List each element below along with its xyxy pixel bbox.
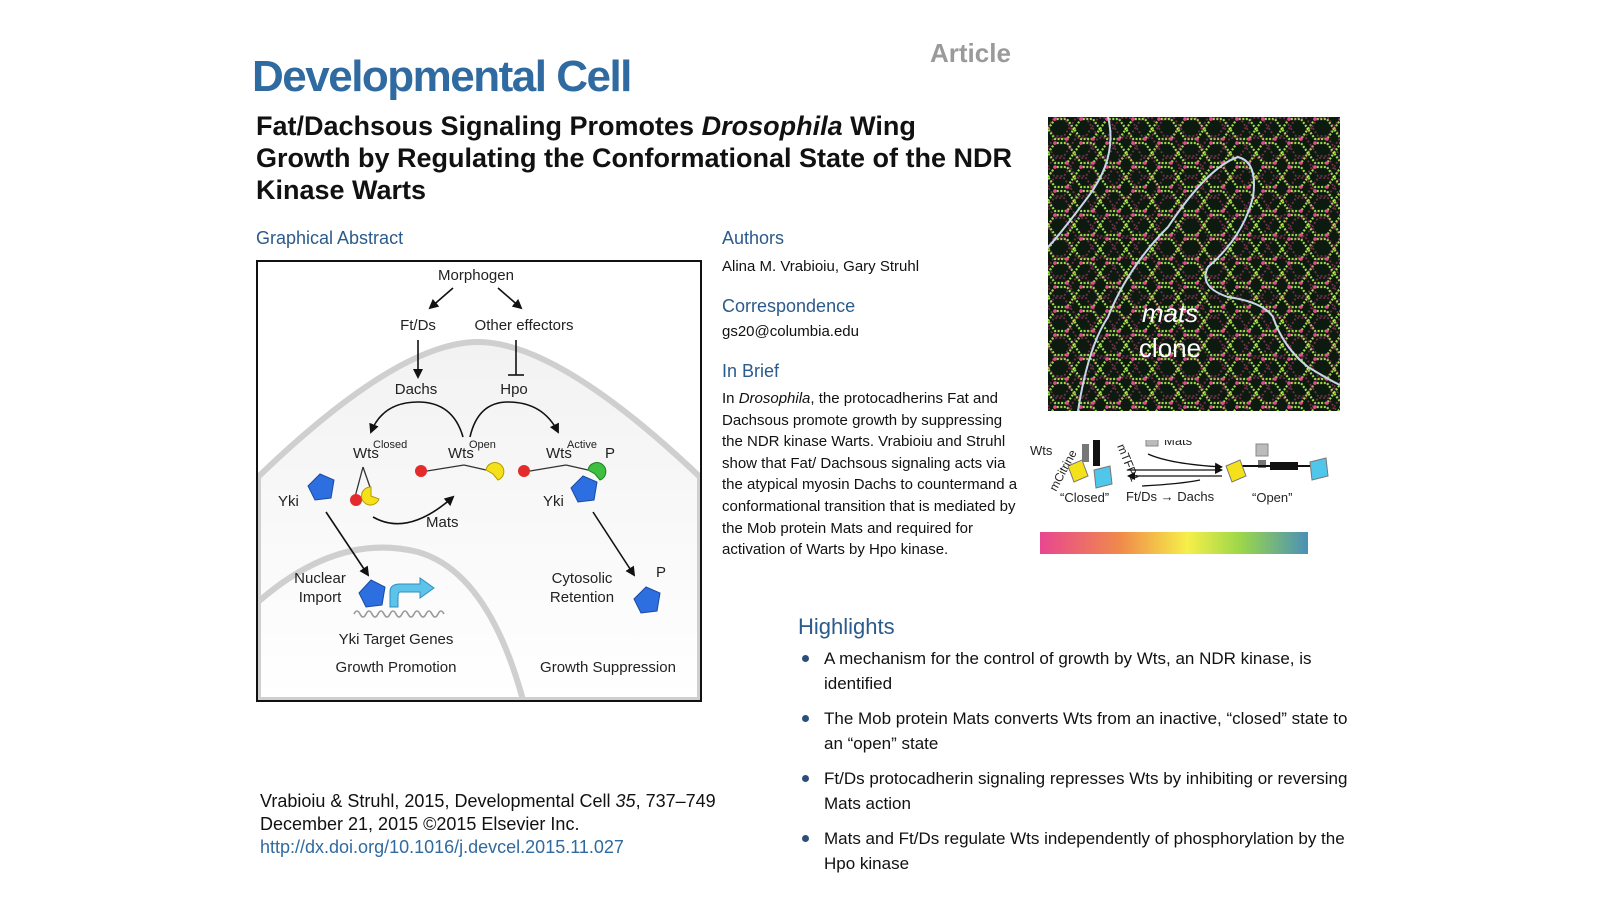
graphical-abstract-svg: Morphogen Ft/Ds Other effectors Dachs Hp… xyxy=(255,267,703,703)
phospho-p-label: P xyxy=(605,445,615,462)
scheme-wts-label: Wts xyxy=(1030,443,1053,458)
ftds-dachs-label: Ft/Ds → Dachs xyxy=(1126,489,1215,504)
ftds-label: Ft/Ds xyxy=(400,317,436,334)
wts-closed-label: Wts xyxy=(353,445,379,462)
cell-membrane-shape xyxy=(255,338,703,703)
nucleus-shape xyxy=(256,544,526,701)
yki-target-genes-label: Yki Target Genes xyxy=(339,631,454,648)
in-brief-heading: In Brief xyxy=(722,361,780,381)
title-part2: Wing Growth by Regulating the Conformati… xyxy=(256,111,1012,205)
growth-promotion-label: Growth Promotion xyxy=(336,659,457,676)
yki-protein-icon xyxy=(307,473,335,501)
growth-suppression-label: Growth Suppression xyxy=(540,659,676,676)
micrograph-svg: mats clone xyxy=(1047,116,1341,412)
phospho-p-right-label: P xyxy=(656,564,666,581)
fret-color-scale xyxy=(1040,532,1308,554)
correspondence-heading: Correspondence xyxy=(722,296,856,316)
scheme-mats-label: Mats xyxy=(1164,440,1193,448)
authors-heading: Authors xyxy=(722,228,785,248)
article-title: Fat/Dachsous Signaling Promotes Drosophi… xyxy=(256,110,1016,206)
other-effectors-label: Other effectors xyxy=(475,317,574,334)
citation-line2: December 21, 2015 ©2015 Elsevier Inc. xyxy=(260,814,580,834)
journal-name: Developmental Cell xyxy=(252,52,632,101)
highlight-item: Ft/Ds protocadherin signaling represses … xyxy=(800,766,1360,816)
in-brief-body: , the protocadherins Fat and Dachsous pr… xyxy=(722,390,1018,559)
open-label: “Open” xyxy=(1252,490,1292,505)
citation-block: Vrabioiu & Struhl, 2015, Developmental C… xyxy=(260,790,716,859)
kinase-domain-open-icon xyxy=(415,465,427,477)
bullet-icon xyxy=(802,715,809,722)
bullet-icon xyxy=(802,655,809,662)
clone-boundary-line xyxy=(1077,155,1341,412)
mtfp1-label: mTFP1 xyxy=(1114,442,1142,484)
dna-icon xyxy=(353,610,445,618)
open-sup: Open xyxy=(469,439,496,451)
fret-scheme-svg: Wts mCitrine mTFP1 “Closed” Mats Ft/Ds →… xyxy=(1030,433,1329,554)
nuclear-label: Nuclear xyxy=(294,570,346,587)
correspondence-email[interactable]: gs20@columbia.edu xyxy=(722,323,859,340)
yki-protein-right-icon xyxy=(570,475,598,503)
cytosolic-label: Cytosolic xyxy=(552,570,613,587)
wts-active-label: Wts xyxy=(546,445,572,462)
mats-clone-label-2: clone xyxy=(1139,333,1201,363)
active-sup: Active xyxy=(567,439,597,451)
closed-sup: Closed xyxy=(373,439,407,451)
graphical-abstract-heading: Graphical Abstract xyxy=(256,228,404,248)
morphogen-label: Morphogen xyxy=(438,267,514,284)
highlight-item: Mats and Ft/Ds regulate Wts independentl… xyxy=(800,826,1360,876)
micrograph-image: mats clone xyxy=(1047,116,1341,412)
dachs-label: Dachs xyxy=(395,381,438,398)
highlights-list: A mechanism for the control of growth by… xyxy=(800,646,1360,886)
hpo-label: Hpo xyxy=(500,381,528,398)
highlights-heading: Highlights xyxy=(798,614,895,639)
yki-right-label: Yki xyxy=(543,493,564,510)
mcitrine-icon xyxy=(1067,459,1089,483)
highlight-item: The Mob protein Mats converts Wts from a… xyxy=(800,706,1360,756)
highlight-item: A mechanism for the control of growth by… xyxy=(800,646,1360,696)
in-brief-text: In Drosophila, the protocadherins Fat an… xyxy=(722,388,1022,561)
yki-left-label: Yki xyxy=(278,493,299,510)
title-italic: Drosophila xyxy=(701,111,843,141)
bullet-icon xyxy=(802,835,809,842)
article-type-label: Article xyxy=(930,38,1011,68)
mtfp1-icon xyxy=(1093,465,1113,489)
kinase-domain-closed-icon xyxy=(350,494,362,506)
in-brief-italic: Drosophila xyxy=(738,390,811,407)
kinase-domain-active-icon xyxy=(518,465,530,477)
in-brief-lead: In xyxy=(722,390,739,407)
doi-link[interactable]: http://dx.doi.org/10.1016/j.devcel.2015.… xyxy=(260,837,624,857)
transcription-arrow-icon xyxy=(389,577,435,608)
citation-line1: Vrabioiu & Struhl, 2015, Developmental C… xyxy=(260,791,716,811)
fret-scheme: Wts mCitrine mTFP1 “Closed” Mats Ft/Ds →… xyxy=(1030,433,1360,580)
import-label: Import xyxy=(299,589,342,606)
graphical-abstract-figure: Morphogen Ft/Ds Other effectors Dachs Hp… xyxy=(255,260,703,703)
mats-clone-label-1: mats xyxy=(1142,298,1198,328)
bullet-icon xyxy=(802,775,809,782)
retention-label: Retention xyxy=(550,589,614,606)
wts-open-label: Wts xyxy=(448,445,474,462)
title-part1: Fat/Dachsous Signaling Promotes xyxy=(256,111,702,141)
authors-names: Alina M. Vrabioiu, Gary Struhl xyxy=(722,258,920,275)
closed-label: “Closed” xyxy=(1060,490,1109,505)
mats-label: Mats xyxy=(426,514,459,531)
